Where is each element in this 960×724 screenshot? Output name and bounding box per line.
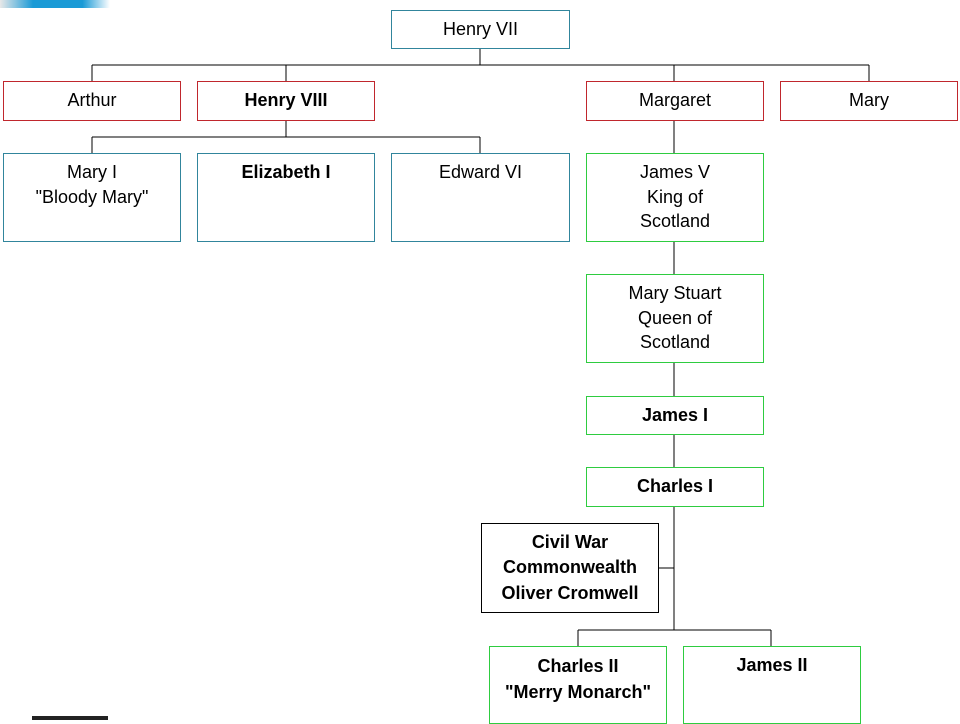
connector-group xyxy=(91,48,870,646)
node-line: Commonwealth xyxy=(502,557,637,578)
node-line: Henry VIII xyxy=(244,90,328,110)
node-mary: Mary xyxy=(780,81,958,121)
node-line: Arthur xyxy=(67,90,117,110)
node-line: King of xyxy=(646,186,704,207)
node-line: Charles II xyxy=(537,656,619,676)
node-james-ii: James II xyxy=(683,646,861,724)
node-line: Edward VI xyxy=(438,162,523,182)
node-line: Mary xyxy=(849,90,889,110)
node-line: Oliver Cromwell xyxy=(501,582,639,603)
node-civil-war-commonwealth: Civil War Commonwealth Oliver Cromwell xyxy=(481,523,659,613)
node-line: Mary Stuart xyxy=(628,283,722,303)
node-line: Elizabeth I xyxy=(241,162,331,182)
node-line: James II xyxy=(736,655,808,675)
node-charles-ii: Charles II "Merry Monarch" xyxy=(489,646,667,724)
node-henry-vii: Henry VII xyxy=(391,10,570,49)
node-james-v: James V King of Scotland xyxy=(586,153,764,242)
node-line: Scotland xyxy=(639,211,711,231)
node-line: Henry VII xyxy=(442,19,519,39)
node-line: Mary I xyxy=(66,162,117,182)
node-mary-stuart: Mary Stuart Queen of Scotland xyxy=(586,274,764,363)
bottom-bar-decoration xyxy=(32,716,108,720)
node-james-i: James I xyxy=(586,396,764,435)
node-charles-i: Charles I xyxy=(586,467,764,507)
node-line: Queen of xyxy=(637,307,713,328)
node-margaret: Margaret xyxy=(586,81,764,121)
node-mary-i: Mary I "Bloody Mary" xyxy=(3,153,181,242)
node-elizabeth-i: Elizabeth I xyxy=(197,153,375,242)
node-line: Civil War xyxy=(531,531,609,552)
node-line: Scotland xyxy=(639,332,711,352)
node-line: "Bloody Mary" xyxy=(35,186,149,207)
node-edward-vi: Edward VI xyxy=(391,153,570,242)
node-line: "Merry Monarch" xyxy=(504,682,652,702)
node-line: James I xyxy=(641,405,709,425)
node-line: Charles I xyxy=(636,476,714,496)
node-henry-viii: Henry VIII xyxy=(197,81,375,121)
node-line: James V xyxy=(639,162,711,182)
node-arthur: Arthur xyxy=(3,81,181,121)
corner-accent-decoration xyxy=(0,0,110,8)
node-line: Margaret xyxy=(638,90,712,110)
